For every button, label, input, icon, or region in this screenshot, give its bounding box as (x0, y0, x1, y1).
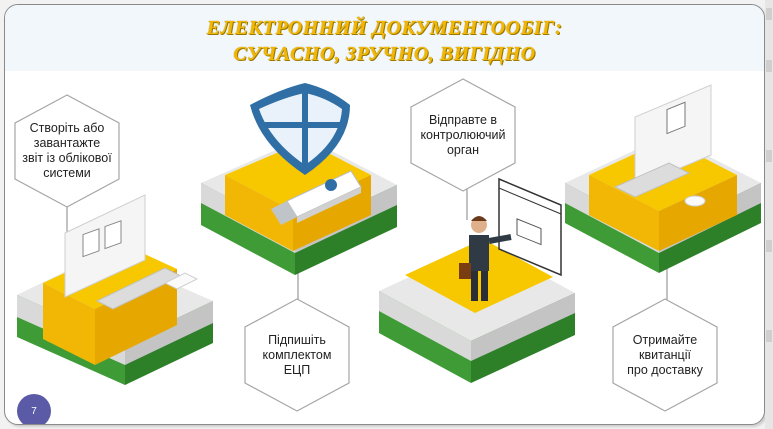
page-number-badge: 7 (17, 394, 51, 424)
step-text-2: Підпишіть комплектом ЕЦП (262, 332, 332, 377)
step-text-1: Створіть або завантажте звіт із обліково… (22, 121, 112, 180)
slide: ЕЛЕКТРОННИЙ ДОКУМЕНТООБІГ: СУЧАСНО, ЗРУЧ… (4, 4, 765, 425)
step-hex-2: Підпишіть комплектом ЕЦП (241, 297, 353, 413)
platform-receive-receipts (565, 84, 761, 273)
slide-header (5, 5, 764, 71)
side-thumbnail-strip (765, 0, 773, 429)
step-text-3: Відправте в контролюючий орган (420, 112, 506, 157)
step-hex-1: Створіть або завантажте звіт із обліково… (11, 93, 123, 209)
step-text-4: Отримайте квитанції про доставку (627, 332, 703, 377)
slide-title-line2: СУЧАСНО, ЗРУЧНО, ВИГІДНО (233, 43, 536, 65)
platform-sign-ecp (201, 83, 397, 275)
platform-create-report (17, 194, 213, 385)
workflow-illustration (17, 83, 761, 385)
slide-title-line1: ЕЛЕКТРОННИЙ ДОКУМЕНТООБІГ: (206, 17, 563, 39)
step-hex-3: Відправте в контролюючий орган (407, 77, 519, 193)
step-hex-4: Отримайте квитанції про доставку (609, 297, 721, 413)
platform-send-to-authority (379, 177, 575, 383)
